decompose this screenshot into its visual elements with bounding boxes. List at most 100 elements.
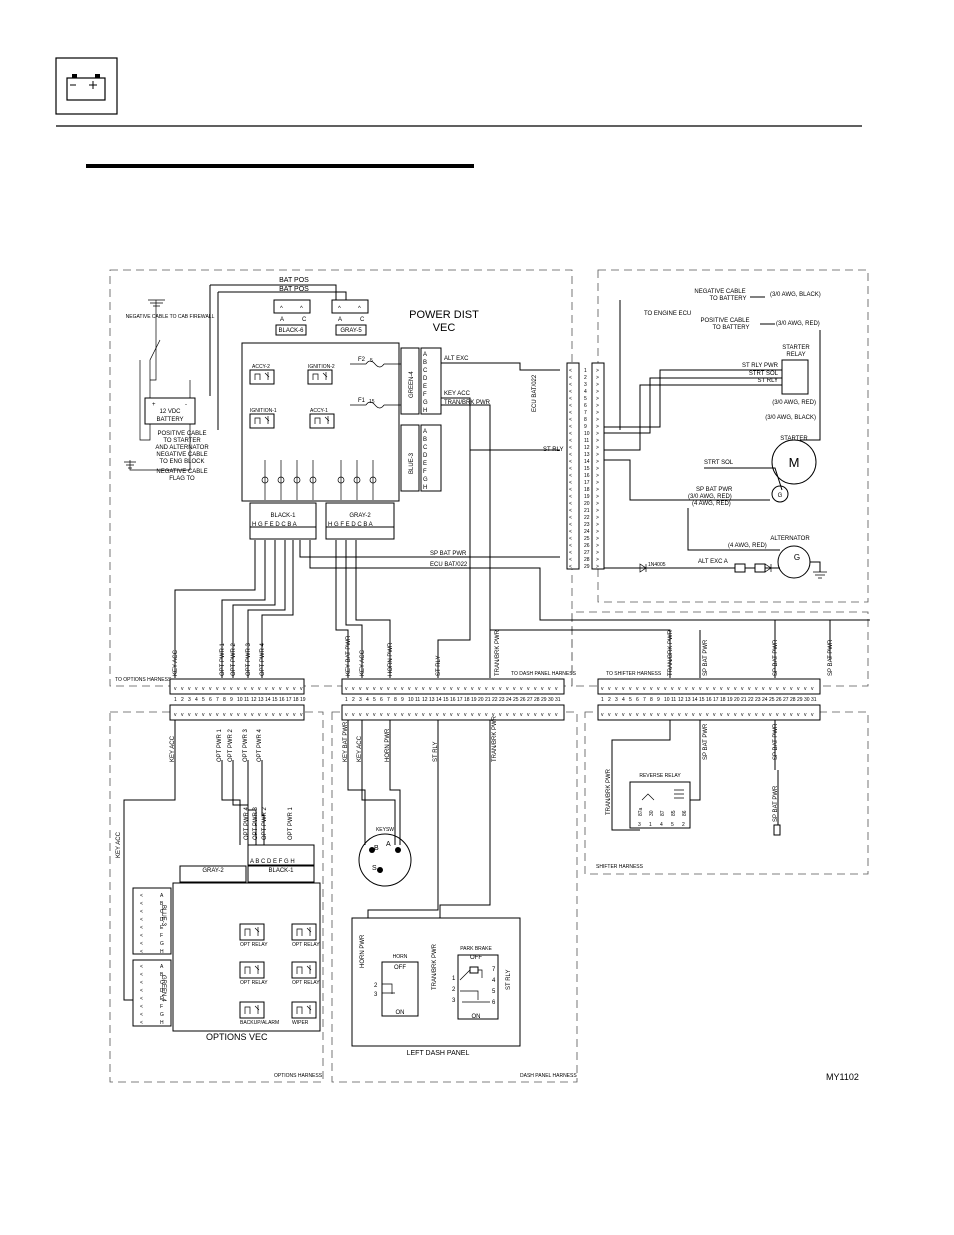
pos-batt-2: TO BATTERY (712, 325, 749, 331)
relay-ign2-label: IGNITION-2 (308, 364, 335, 370)
dash-top-pin-19: 19 (471, 697, 477, 703)
reverse-relay-label: REVERSE RELAY (639, 773, 681, 779)
shift-low-chevron: v (811, 712, 814, 718)
st-rly-dash: ST RLY (506, 970, 512, 990)
engine-pin-number: 27 (584, 550, 590, 556)
shift-top-pin-24: 24 (762, 697, 768, 703)
dash-top-pin-11: 11 (415, 697, 420, 703)
alternator (777, 545, 811, 579)
opt-top-pin-10: 10 (237, 697, 243, 703)
neg-awg: (3/0 AWG, BLACK) (770, 292, 821, 298)
section-title-bar (86, 164, 474, 168)
opt-low-chevron: v (216, 712, 219, 718)
shift-low-chevron: v (671, 712, 674, 718)
dash-low-chevron: v (527, 712, 530, 718)
engine-connector-pins: <1><2><3><4><5><6><7><8><9><10><11><12><… (569, 368, 599, 570)
dash-top-chevron: v (429, 686, 432, 692)
shift-top-chevron: v (762, 686, 765, 692)
shift-low-chevron: v (608, 712, 611, 718)
shift-top-pin-14: 14 (692, 697, 698, 703)
options-conn-green4: GREEN-4 (160, 975, 166, 1002)
shift-low-chevron: v (657, 712, 660, 718)
dash-top-pin-28: 28 (534, 697, 540, 703)
dash-top-pin-15: 15 (443, 697, 449, 703)
shift-top-chevron: v (629, 686, 632, 692)
top-opt-wire: OPT PWR 1 (220, 642, 226, 676)
relay-ign1-label: IGNITION-1 (250, 408, 277, 414)
blue3-pin-letter: F (160, 933, 163, 939)
engine-pin-right: > (596, 536, 599, 542)
opt-top-chevron: v (195, 686, 198, 692)
engine-pin-left: < (569, 382, 572, 388)
options-key-acc: KEY ACC (116, 831, 122, 858)
shift-top-chevron: v (699, 686, 702, 692)
dash-top-chevron: v (520, 686, 523, 692)
dash-top-pin-2: 2 (352, 697, 355, 703)
opt-top-chevron: v (181, 686, 184, 692)
options-harness-label: TO OPTIONS HARNESS (115, 677, 172, 683)
low-opt-wire: OPT PWR 3 (243, 728, 249, 762)
top-shift-wire: TRAN/BRK PWR (668, 629, 674, 676)
engine-pin-right: > (596, 445, 599, 451)
opt-top-pin-11: 11 (244, 697, 249, 703)
shift-top-pin-10: 10 (664, 697, 670, 703)
relay-coil-icon (244, 1005, 260, 1014)
bat-pos-label-2: BAT POS (279, 286, 309, 293)
green4-pin-letter: A (160, 964, 164, 970)
green4-pin: < (140, 1020, 143, 1026)
engine-pin-left: < (569, 417, 572, 423)
dash-low-chevron: v (450, 712, 453, 718)
dash-top-pin-12: 12 (422, 697, 428, 703)
rev-pin-number: 1 (649, 822, 652, 828)
engine-pin-right: > (596, 389, 599, 395)
svg-text:6: 6 (492, 1000, 496, 1006)
shift-top-chevron: v (706, 686, 709, 692)
opt-top-chevron: v (286, 686, 289, 692)
pos-cable-line3: AND ALTERNATOR (155, 445, 209, 451)
dash-harness-label: TO DASH PANEL HARNESS (511, 671, 577, 677)
opt-low-chevron: v (265, 712, 268, 718)
dash-top-chevron: v (394, 686, 397, 692)
svg-text:C: C (423, 445, 428, 451)
pos-cable-line1: POSITIVE CABLE (157, 431, 206, 437)
blue3-pin-letter: G (160, 941, 164, 947)
engine-pin-right: > (596, 410, 599, 416)
blue3-pin-letter: H (160, 949, 164, 955)
blue3-pin: < (140, 933, 143, 939)
dash-top-pin-14: 14 (436, 697, 442, 703)
dash-low-chevron: v (513, 712, 516, 718)
dash-low-chevron: v (464, 712, 467, 718)
opt-low-chevron: v (251, 712, 254, 718)
shift-low-chevron: v (727, 712, 730, 718)
shift-top-pin-4: 4 (622, 697, 625, 703)
engine-pin-number: 25 (584, 536, 590, 542)
shift-low-chevron: v (636, 712, 639, 718)
shift-low-chevron: v (776, 712, 779, 718)
opt-top-pin-6: 6 (209, 697, 212, 703)
option-relay-box (291, 961, 317, 979)
green4-pin: < (140, 964, 143, 970)
top-dash-wire: KEY ACC (360, 649, 366, 676)
engine-pin-right: > (596, 368, 599, 374)
dash-low-chevron: v (359, 712, 362, 718)
shift-top-pin-6: 6 (636, 697, 639, 703)
engine-pin-right: > (596, 417, 599, 423)
dash-top-pin-26: 26 (520, 697, 526, 703)
keyswitch-label: KEYSW (376, 827, 394, 833)
battery-label-2: BATTERY (156, 417, 183, 423)
green4-pin-letter: E (160, 996, 164, 1002)
pin-a-1: A (280, 317, 284, 323)
dash-top-pin-20: 20 (478, 697, 484, 703)
opt-low-chevron: v (244, 712, 247, 718)
shift-top-pin-17: 17 (713, 697, 719, 703)
engine-pin-left: < (569, 473, 572, 479)
opt-top-pin-9: 9 (230, 697, 233, 703)
shift-top-chevron: v (601, 686, 604, 692)
engine-pin-left: < (569, 431, 572, 437)
alt-exc-label: ALT EXC (444, 356, 469, 362)
dash-top-pin-18: 18 (464, 697, 470, 703)
dash-top-chevron: v (499, 686, 502, 692)
top-shift-wire: SP BAT PWR (828, 639, 834, 676)
options-conn-black1: BLACK-1 (268, 868, 294, 874)
dash-top-pin-22: 22 (492, 697, 498, 703)
